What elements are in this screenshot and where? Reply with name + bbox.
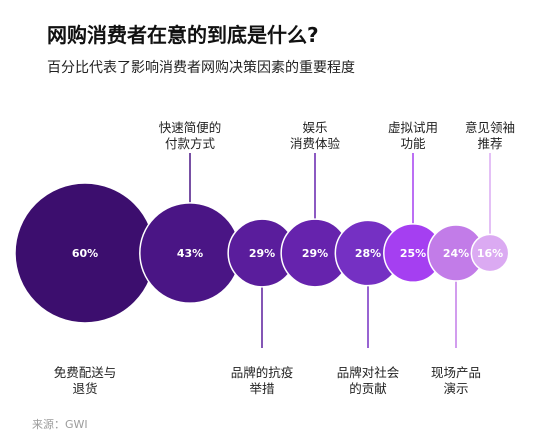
category-label-line: 演示 (443, 381, 468, 396)
category-label-line: 举措 (249, 381, 274, 396)
data-label: 29% (302, 247, 328, 260)
leader-lines (189, 153, 491, 348)
category-label: 品牌的抗疫举措 (231, 365, 294, 396)
category-label: 现场产品演示 (431, 365, 481, 396)
data-label: 25% (400, 247, 426, 260)
data-label: 28% (355, 247, 381, 260)
data-label: 60% (72, 247, 98, 260)
source-note: 来源：GWI (32, 418, 88, 431)
data-label: 24% (443, 247, 469, 260)
data-label: 43% (177, 247, 203, 260)
category-label-line: 意见领袖 (465, 120, 515, 135)
category-label: 虚拟试用功能 (388, 120, 438, 151)
category-label-line: 推荐 (477, 136, 502, 151)
category-label: 品牌对社会的贡献 (337, 365, 400, 396)
bubbles (14, 182, 510, 324)
category-label-line: 免费配送与 (54, 365, 117, 380)
category-label-line: 娱乐 (302, 120, 327, 135)
category-label: 娱乐消费体验 (290, 120, 341, 151)
category-label-line: 快速简便的 (159, 120, 222, 135)
category-label-line: 功能 (400, 136, 426, 151)
category-label-line: 品牌的抗疫 (231, 365, 294, 380)
category-label: 免费配送与退货 (54, 365, 117, 396)
data-label: 16% (477, 247, 503, 260)
page-subtitle: 百分比代表了影响消费者网购决策因素的重要程度 (47, 60, 355, 76)
category-label-line: 付款方式 (165, 136, 216, 151)
category-label-line: 现场产品 (431, 365, 481, 380)
labels: 60% 免费配送与退货 43% 快速简便的付款方式 29% 品牌的抗疫举措 29% 娱乐消费体… (54, 120, 515, 396)
bubble (470, 233, 510, 273)
category-label-line: 退货 (72, 381, 97, 396)
category-label: 意见领袖推荐 (465, 120, 515, 151)
category-label-line: 虚拟试用 (388, 120, 438, 135)
category-label-line: 的贡献 (349, 381, 387, 396)
category-label-line: 消费体验 (290, 136, 341, 151)
page-title: 网购消费者在意的到底是什么? (47, 23, 319, 47)
category-label-line: 品牌对社会 (337, 365, 400, 380)
category-label: 快速简便的付款方式 (159, 120, 222, 151)
data-label: 29% (249, 247, 275, 260)
